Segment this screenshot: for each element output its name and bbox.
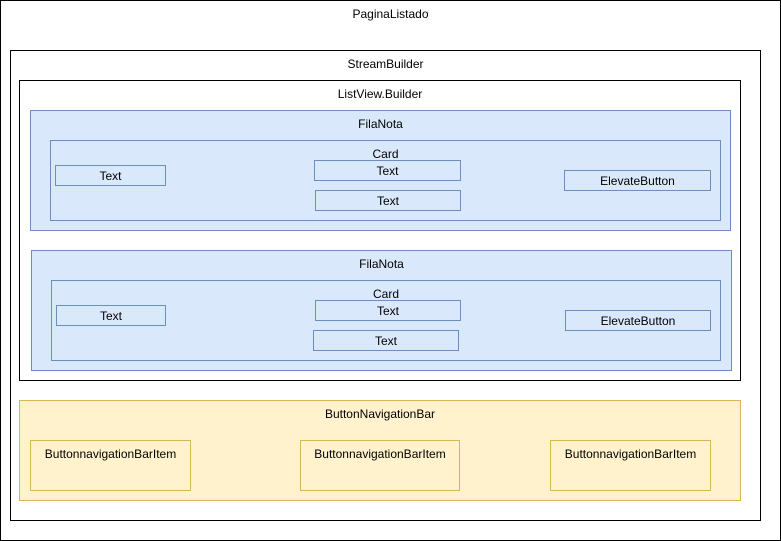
navigation-bar-item-label: ButtonnavigationBarItem [314, 447, 446, 461]
navigation-bar-item-label: ButtonnavigationBarItem [564, 447, 697, 461]
navigation-bar-label: ButtonNavigationBar [324, 407, 436, 421]
card-text-bottom: Text [313, 330, 459, 351]
elevated-button[interactable]: ElevateButton [564, 170, 711, 191]
listview-builder-label: ListView.Builder [337, 87, 423, 101]
navigation-bar-item-label: ButtonnavigationBarItem [44, 447, 177, 461]
card-text-bottom: Text [315, 190, 461, 211]
elevated-button[interactable]: ElevateButton [565, 310, 711, 331]
card-label: Card [372, 287, 399, 301]
card-text-top: Text [314, 160, 461, 181]
fila-nota-label: FilaNota [359, 257, 404, 271]
stream-builder-label: StreamBuilder [347, 57, 424, 71]
navigation-bar-item[interactable]: ButtonnavigationBarItem [300, 440, 460, 491]
left-text-box: Text [56, 305, 166, 326]
fila-nota-label: FilaNota [358, 117, 403, 131]
card-text-top: Text [315, 300, 461, 321]
navigation-bar-item[interactable]: ButtonnavigationBarItem [550, 440, 711, 491]
navigation-bar-item[interactable]: ButtonnavigationBarItem [30, 440, 191, 491]
left-text-box: Text [55, 165, 166, 186]
pagina-listado-label: PaginaListado [352, 7, 429, 21]
card-label: Card [372, 147, 399, 161]
